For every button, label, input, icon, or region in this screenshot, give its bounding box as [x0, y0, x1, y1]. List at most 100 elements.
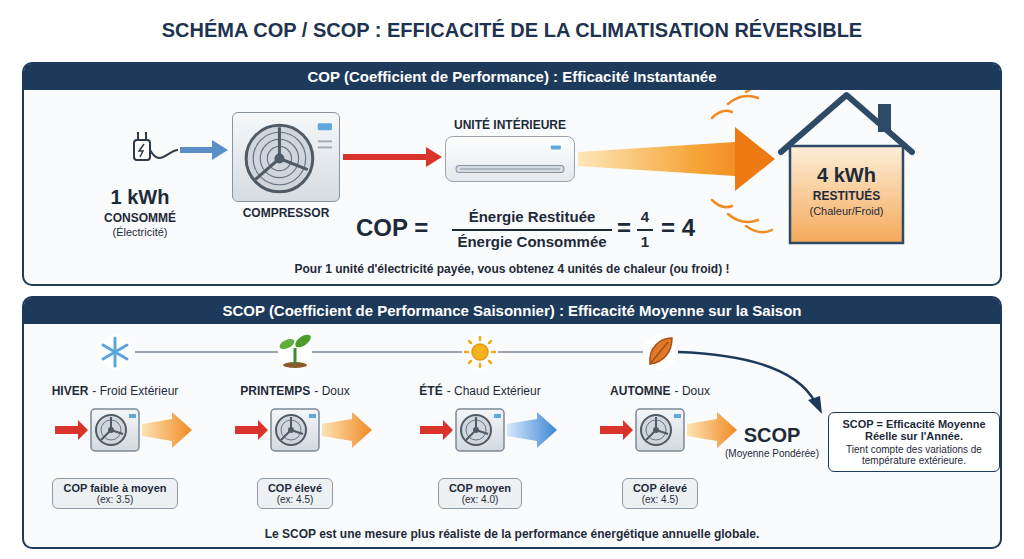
season-units: [55, 409, 737, 451]
drawing-part: [551, 145, 561, 149]
cop-text: COP moyen: [449, 482, 511, 494]
energy-caption: (Électricité): [112, 226, 167, 238]
arrow-line: [343, 154, 428, 160]
cop-text: COP élevé: [633, 482, 687, 494]
drawing-part: [507, 412, 557, 448]
scop-text: SCOP = Efficacité Moyenne Réelle sur l'A…: [836, 418, 992, 442]
drawing-part: [456, 409, 504, 451]
panel-header: SCOP (Coefficient de Performance Saisonn…: [24, 298, 1000, 324]
drawing-part: [600, 420, 633, 440]
drawing-part: [489, 361, 491, 363]
cop-text: (ex: 4.0): [449, 494, 511, 505]
drawing-part: [322, 412, 372, 448]
panel-header: COP (Coefficient de Performance) : Effic…: [24, 64, 1000, 90]
arrow-head: [735, 127, 775, 191]
formula-text: 1: [641, 233, 649, 250]
drawing-part: [746, 226, 772, 232]
drawing-part: [246, 125, 313, 192]
drawing-part: [293, 332, 313, 350]
drawing-part: [479, 364, 482, 367]
page-title: SCHÉMA COP / SCOP : EFFICACITÉ DE LA CLI…: [0, 19, 1024, 42]
energy-value: 1 kWh: [111, 186, 170, 209]
drawing-part: [235, 420, 268, 440]
sun-icon: [462, 334, 498, 370]
season-name: AUTOMNE: [610, 384, 670, 398]
drawing-part: [746, 86, 772, 92]
drawing-part: [103, 345, 127, 359]
fan-drawing: [233, 113, 339, 201]
season-desc: - Doux: [675, 384, 710, 398]
season-desc: - Froid Extérieur: [92, 384, 178, 398]
scop-box: SCOP = Efficacité Moyenne Réelle sur l'A…: [828, 412, 1000, 472]
drawing-part: [728, 214, 758, 222]
formula-text: Énergie Restituée: [469, 208, 596, 225]
drawing-part: [808, 396, 822, 414]
cop-box: COP élevé(ex: 4.5): [257, 478, 333, 509]
timeline: [135, 351, 645, 353]
scop-label: SCOP: [744, 424, 801, 447]
drawing-part: [456, 166, 564, 173]
heat-arrow: [578, 127, 775, 191]
season-desc: - Chaud Extérieur: [447, 384, 541, 398]
drawing-part: [489, 341, 491, 343]
drawing-part: [712, 111, 732, 118]
fraction-bar: [452, 229, 612, 231]
drawing-part: [278, 337, 296, 351]
season-name: ÉTÉ: [419, 384, 442, 398]
drawing-part: [103, 345, 127, 359]
snowflake-icon: [98, 335, 132, 369]
drawing-part: [134, 140, 150, 160]
cop-text: (ex: 4.5): [633, 494, 687, 505]
drawing-part: [465, 351, 468, 354]
house: 4 kWhRESTITUÉS(Chaleur/Froid): [778, 90, 915, 245]
formula-text: = 4: [661, 214, 695, 242]
arrow-head: [426, 147, 442, 167]
house-text: 4 kWh: [778, 164, 915, 187]
drawing-part: [137, 132, 139, 140]
drawing-part: [687, 412, 737, 448]
cop-box: COP élevé(ex: 4.5): [622, 478, 698, 509]
season-name: PRINTEMPS: [240, 384, 310, 398]
drawing-part: [180, 147, 214, 153]
drawing-part: [212, 140, 228, 160]
unit-label: UNITÉ INTÉRIEURE: [416, 118, 604, 132]
season-desc: - Doux: [314, 384, 349, 398]
leaf-icon: [643, 335, 677, 369]
cop-box: COP faible à moyen(ex: 3.5): [52, 478, 177, 509]
formula-text: 4: [641, 208, 649, 225]
indoor-unit: UNITÉ INTÉRIEURE: [445, 136, 575, 182]
power-arrow: [180, 140, 228, 160]
energy-caption: CONSOMMÉ: [104, 211, 176, 225]
drawing-part: [91, 409, 139, 451]
note-text: Pour 1 unité d'électricité payée, vous o…: [295, 262, 730, 276]
panel: COP (Coefficient de Performance) : Effic…: [22, 62, 1002, 286]
formula-text: =: [617, 214, 631, 242]
drawing-part: [318, 146, 332, 148]
drawing-part: [460, 169, 560, 170]
drawing-part: [728, 96, 758, 104]
cop-text: (ex: 3.5): [63, 494, 166, 505]
formula-text: COP =: [356, 214, 428, 242]
drawing-part: [712, 200, 732, 207]
drawing-part: [781, 95, 912, 152]
arrow-shaft: [578, 142, 735, 176]
sprout-icon: [278, 332, 313, 369]
drawing-part: [420, 420, 453, 440]
drawing-part: [462, 334, 498, 370]
drawing-part: [492, 351, 495, 354]
drawing-part: [636, 409, 684, 451]
cop-box: COP moyen(ex: 4.0): [438, 478, 522, 509]
fraction-bar: [637, 229, 653, 231]
drawing-part: [271, 409, 319, 451]
house-text: (Chaleur/Froid): [778, 205, 915, 217]
vent-drawing: [446, 137, 574, 181]
drawing-part: [650, 342, 668, 364]
scop-text: Tient compte des variations de températu…: [836, 444, 992, 466]
cop-text: COP faible à moyen: [63, 482, 166, 494]
drawing-part: [142, 412, 192, 448]
drawing-part: [294, 348, 297, 364]
season-name: HIVER: [52, 384, 89, 398]
drawing-part: [318, 123, 332, 130]
outdoor-unit: COMPRESSOR: [232, 112, 340, 202]
drawing-part: [318, 140, 332, 142]
